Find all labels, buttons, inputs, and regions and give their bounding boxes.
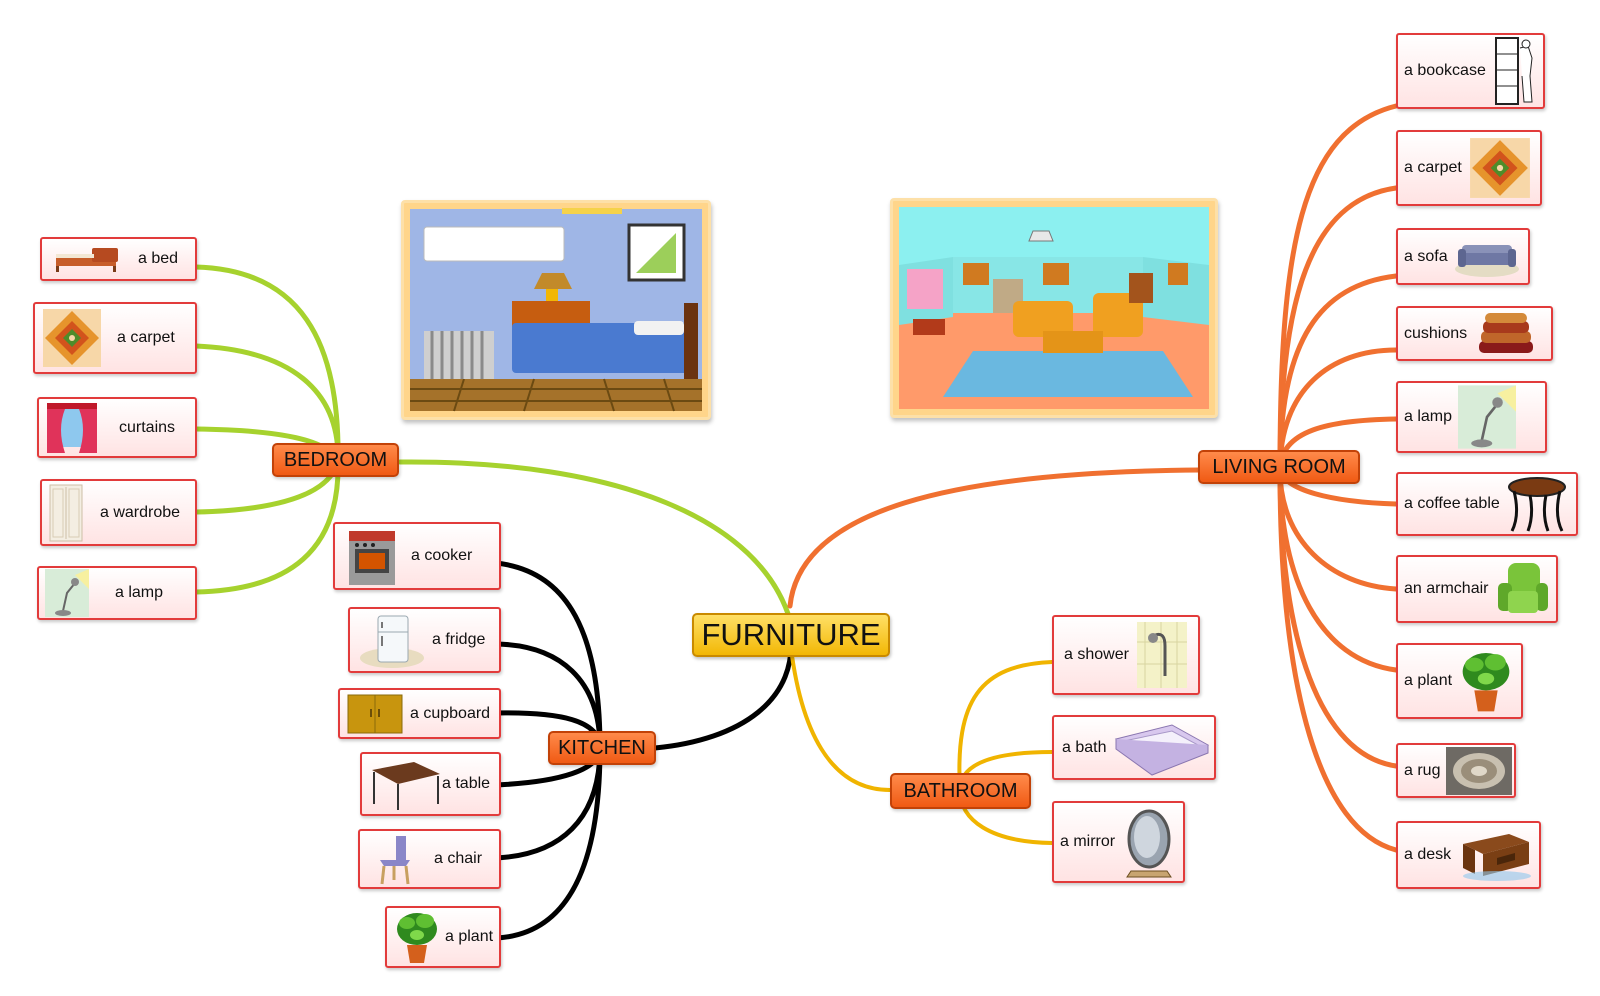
fridge-icon <box>356 610 426 670</box>
leaf-label: cushions <box>1404 324 1468 342</box>
leaf-living-armchair[interactable]: an armchair <box>1396 555 1558 623</box>
leaf-label: a desk <box>1404 846 1452 863</box>
bookcase-icon <box>1492 36 1536 106</box>
bathroom-connectors <box>788 638 1054 845</box>
bath-icon <box>1112 719 1210 777</box>
leaf-bathroom-shower[interactable]: a shower <box>1052 615 1200 695</box>
leaf-label: a plant <box>445 928 494 945</box>
leaf-bathroom-bath[interactable]: a bath <box>1052 715 1216 780</box>
leaf-living-cushions[interactable]: cushions <box>1396 306 1553 361</box>
sofa-icon <box>1454 235 1520 279</box>
leaf-label: a chair <box>434 850 483 867</box>
leaf-bedroom-carpet[interactable]: a carpet <box>33 302 197 374</box>
carpet-icon <box>1468 135 1532 201</box>
leaf-label: a coffee table <box>1404 495 1500 512</box>
lamp-icon <box>45 569 89 617</box>
leaf-label: a wardrobe <box>100 503 181 521</box>
lamp-icon <box>1458 385 1517 449</box>
chair-icon <box>366 832 428 886</box>
leaf-kitchen-table[interactable]: a table <box>360 752 501 816</box>
leaf-living-sofa[interactable]: a sofa <box>1396 228 1530 285</box>
leaf-label: a table <box>442 775 491 792</box>
branch-kitchen[interactable]: KITCHEN <box>548 731 656 765</box>
leaf-kitchen-cupboard[interactable]: a cupboard <box>338 688 501 739</box>
leaf-label: a cupboard <box>410 704 491 722</box>
leaf-living-bookcase[interactable]: a bookcase <box>1396 33 1545 109</box>
leaf-kitchen-plant[interactable]: a plant <box>385 906 501 968</box>
leaf-label: an armchair <box>1404 580 1489 597</box>
leaf-living-desk[interactable]: a desk <box>1396 821 1541 889</box>
leaf-living-lamp[interactable]: a lamp <box>1396 381 1547 453</box>
leaf-label: a shower <box>1064 646 1129 663</box>
plant-icon <box>1458 647 1514 715</box>
bed-icon <box>48 242 124 276</box>
rug-icon <box>1446 746 1513 795</box>
branch-bathroom[interactable]: BATHROOM <box>890 773 1031 809</box>
branch-living-room[interactable]: LIVING ROOM <box>1198 450 1360 484</box>
leaf-bedroom-lamp[interactable]: a lamp <box>37 566 197 620</box>
curtains-icon <box>45 401 99 455</box>
leaf-label: a bed <box>138 250 179 267</box>
shower-icon <box>1135 620 1189 690</box>
leaf-bedroom-curtains[interactable]: curtains <box>37 397 197 458</box>
plant-icon <box>393 909 441 965</box>
coffee-table-icon <box>1506 475 1568 533</box>
leaf-bedroom-wardrobe[interactable]: a wardrobe <box>40 479 197 546</box>
leaf-label: a sofa <box>1404 247 1448 265</box>
carpet-icon <box>41 307 103 369</box>
cushions-icon <box>1473 311 1537 357</box>
leaf-label: a cooker <box>411 547 473 564</box>
leaf-label: a plant <box>1404 672 1453 689</box>
leaf-living-rug[interactable]: a rug <box>1396 743 1516 798</box>
leaf-label: a fridge <box>432 631 486 648</box>
armchair-icon <box>1494 559 1550 619</box>
leaf-label: a bath <box>1062 738 1107 756</box>
leaf-label: a lamp <box>115 584 164 601</box>
living-room-scene-illustration <box>890 198 1218 418</box>
leaf-label: a bookcase <box>1404 62 1486 79</box>
leaf-kitchen-fridge[interactable]: a fridge <box>348 607 501 673</box>
table-icon <box>368 756 442 812</box>
mirror-icon <box>1121 805 1177 879</box>
leaf-label: curtains <box>119 418 176 436</box>
leaf-label: a lamp <box>1404 408 1453 425</box>
cupboard-icon <box>346 693 404 735</box>
leaf-label: a carpet <box>1404 159 1462 176</box>
leaf-kitchen-cooker[interactable]: a cooker <box>333 522 501 590</box>
wardrobe-icon <box>48 483 84 543</box>
leaf-kitchen-chair[interactable]: a chair <box>358 829 501 889</box>
root-node[interactable]: FURNITURE <box>692 613 890 657</box>
leaf-label: a mirror <box>1060 833 1116 850</box>
desk-icon <box>1457 828 1533 882</box>
living-room-connectors <box>787 103 1399 853</box>
bedroom-scene-illustration <box>401 200 711 420</box>
leaf-living-coffee-table[interactable]: a coffee table <box>1396 472 1578 536</box>
leaf-living-carpet[interactable]: a carpet <box>1396 130 1542 206</box>
cooker-icon <box>341 525 403 587</box>
leaf-bedroom-bed[interactable]: a bed <box>40 237 197 281</box>
branch-bedroom[interactable]: BEDROOM <box>272 443 399 477</box>
leaf-living-plant[interactable]: a plant <box>1396 643 1523 719</box>
leaf-label: a carpet <box>117 329 175 346</box>
leaf-bathroom-mirror[interactable]: a mirror <box>1052 801 1185 883</box>
leaf-label: a rug <box>1404 761 1441 779</box>
